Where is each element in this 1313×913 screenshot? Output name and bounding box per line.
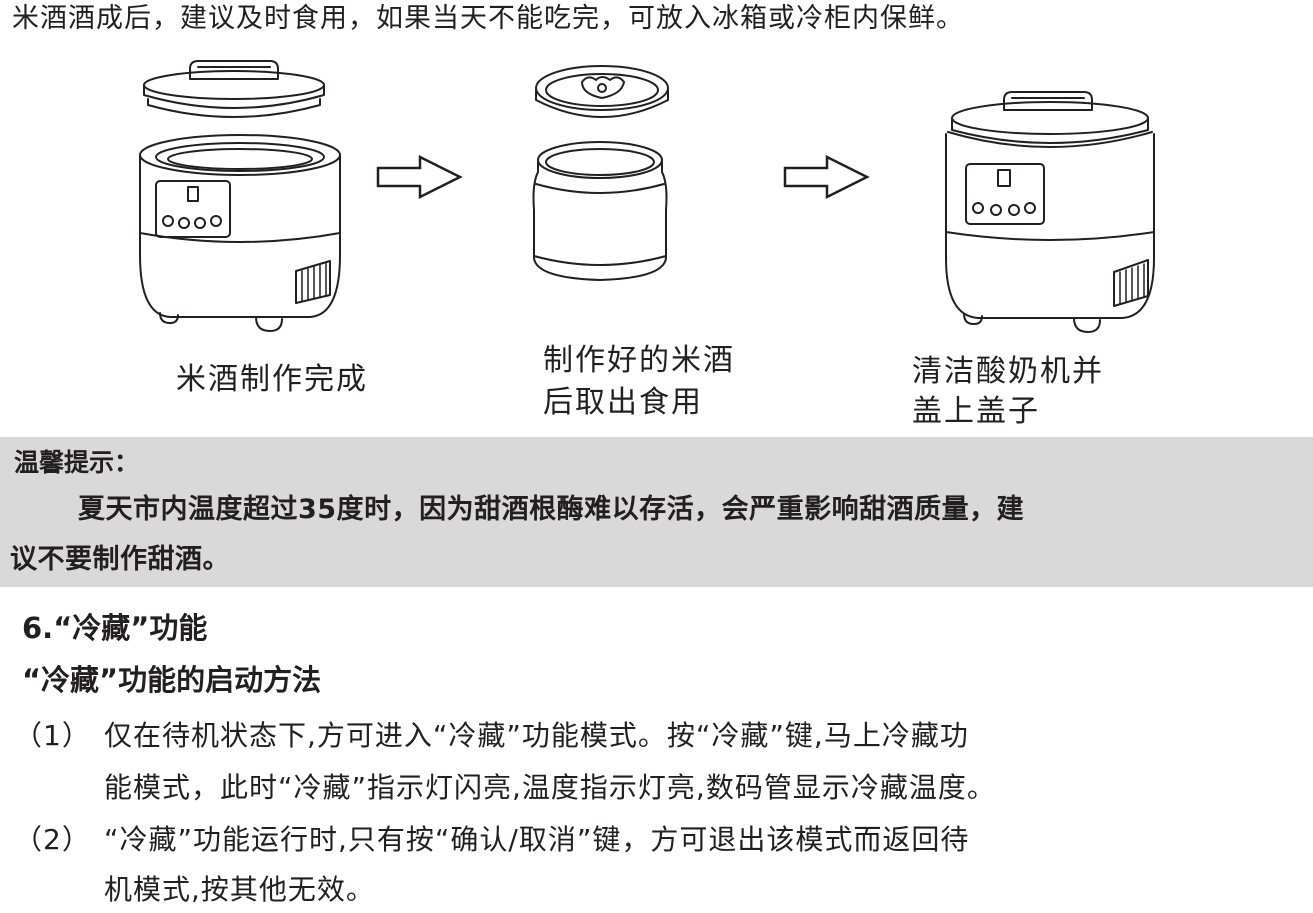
tip-title: 温馨提示： [14,448,140,477]
section-heading: 6.“冷藏”功能 [22,611,208,645]
tip-text-line2: 议不要制作甜酒。 [10,544,230,575]
item-text-line1: 仅在待机状态下,方可进入“冷藏”功能模式。按“冷藏”键,马上冷藏功 [104,719,969,752]
item-text-line2: 机模式,按其他无效。 [104,873,375,906]
item-text-line1: “冷藏”功能运行时,只有按“确认/取消”键，方可退出该模式而返回待 [104,823,970,856]
arrow-right-icon [376,154,463,200]
tip-text-line1: 夏天市内温度超过35度时，因为甜酒根酶难以存活，会严重影响甜酒质量，建 [78,494,1025,525]
caption-step3-line2: 盖上盖子 [912,394,1040,429]
caption-step2-line2: 后取出食用 [543,385,703,420]
caption-step2-line1: 制作好的米酒 [543,343,735,378]
yogurt-maker-open-lid-illustration [139,60,341,332]
item-text-line2: 能模式，此时“冷藏”指示灯闪亮,温度指示灯亮,数码管显示冷藏温度。 [104,771,996,804]
item-number: （2） [14,823,91,856]
caption-step3-line1: 清洁酸奶机并 [912,354,1104,389]
yogurt-maker-closed-illustration [945,91,1155,333]
tip-box [0,437,1313,587]
item-number: （1） [14,719,91,752]
section-subheading: “冷藏”功能的启动方法 [22,663,322,697]
caption-step1: 米酒制作完成 [176,362,368,397]
inner-jar-with-lid-illustration [532,65,669,281]
intro-text: 米酒酒成后，建议及时食用，如果当天不能吃完，可放入冰箱或冷柜内保鲜。 [12,3,964,34]
arrow-right-icon [783,154,870,200]
